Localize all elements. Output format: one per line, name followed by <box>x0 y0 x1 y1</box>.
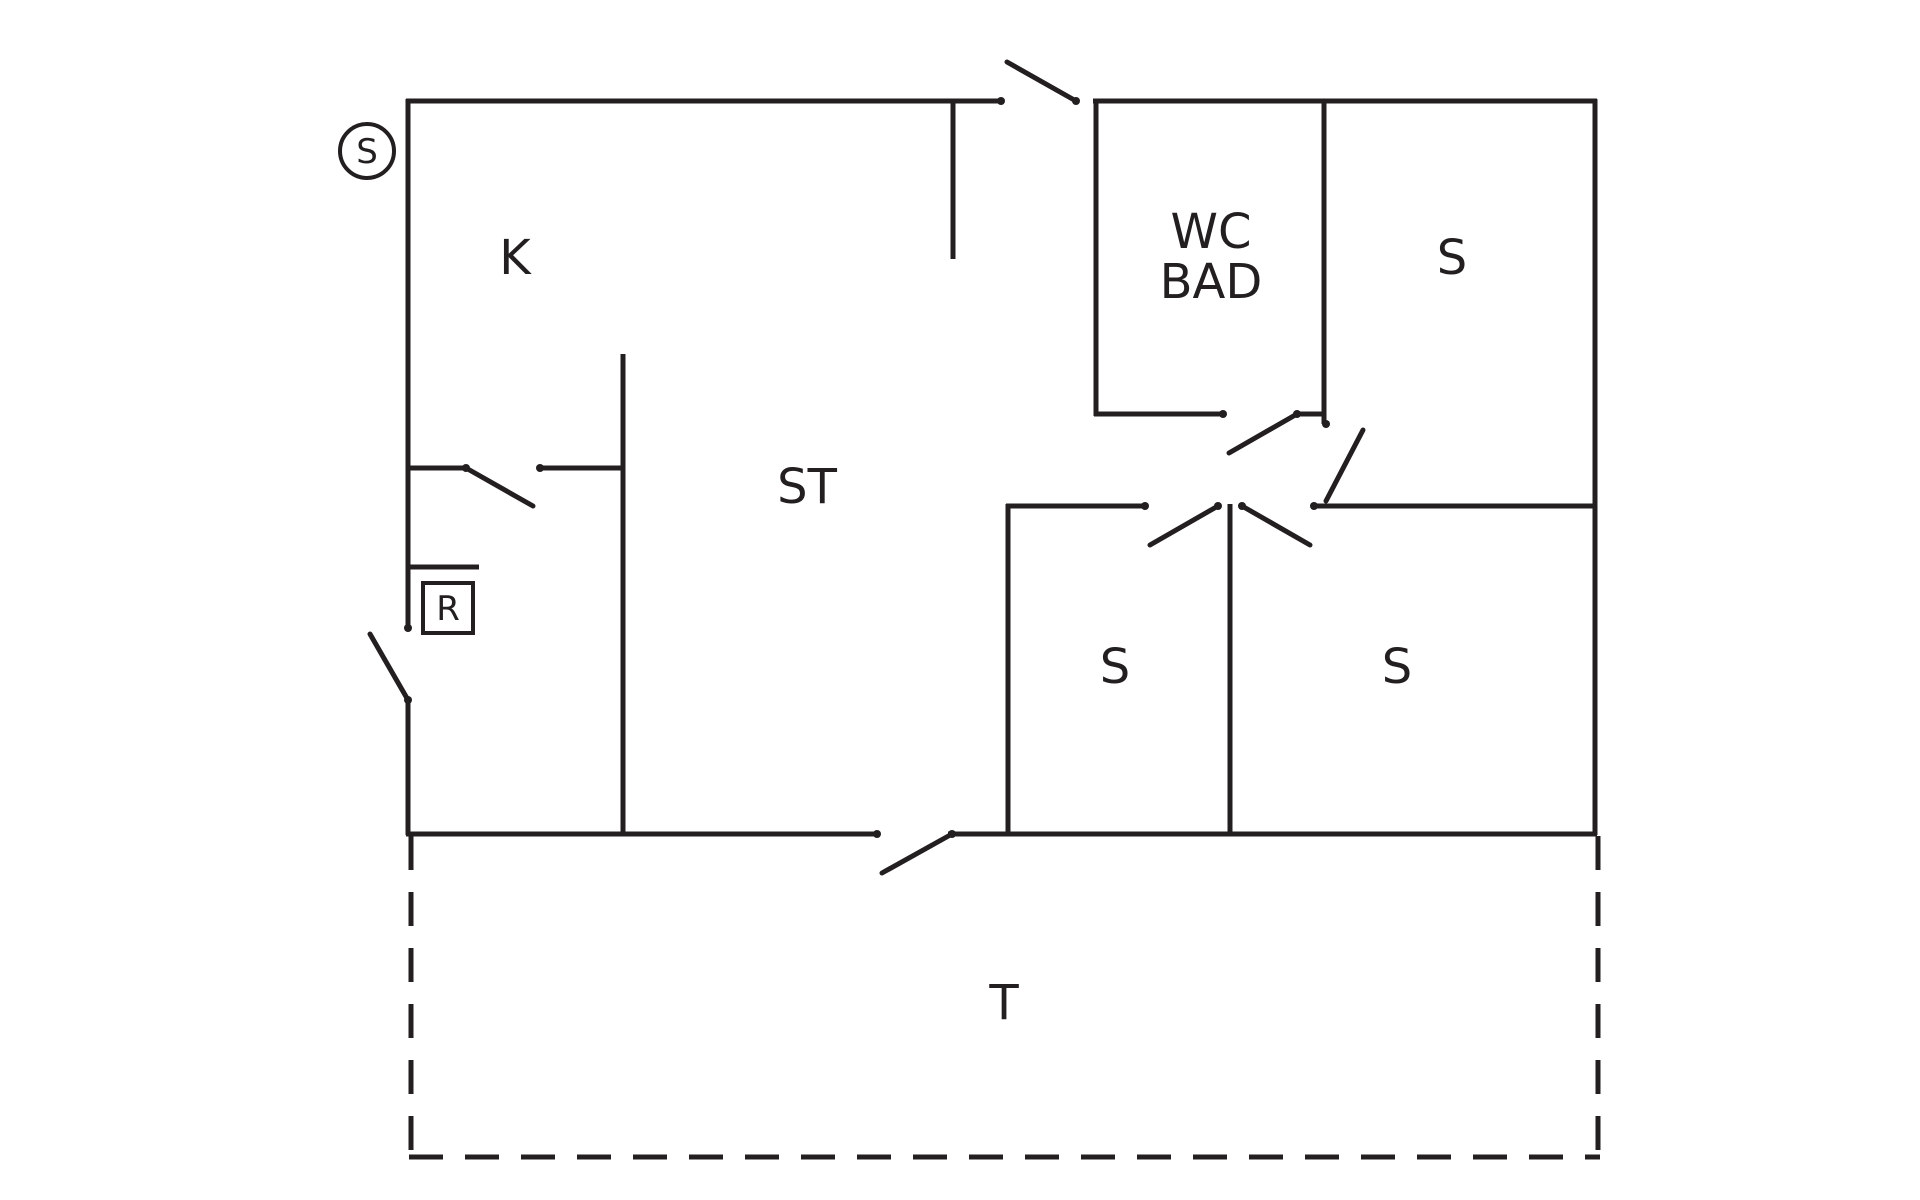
room-label-living: ST <box>777 459 837 515</box>
terrace-outline <box>408 836 1601 1160</box>
box-symbol: R <box>421 581 475 635</box>
door-pivot <box>536 464 544 472</box>
door-top <box>1004 59 1079 104</box>
interior-walls <box>408 101 1597 834</box>
door-pivot <box>1072 97 1080 105</box>
door-pivot <box>948 830 956 838</box>
door-pivot <box>873 830 881 838</box>
door-pivot <box>1322 420 1330 428</box>
door-pivot <box>404 624 412 632</box>
circle-symbol-ring <box>338 122 396 180</box>
room-label-bad: BAD <box>1160 254 1263 310</box>
door-left-exterior <box>367 631 411 703</box>
door-bedroom-middle <box>1147 503 1221 548</box>
room-label-bedroom-top-right: S <box>1437 230 1467 286</box>
room-label-bedroom-bottom-middle: S <box>1100 639 1130 695</box>
box-symbol-frame <box>421 581 475 635</box>
door-bedroom-top-right <box>1323 427 1366 504</box>
door-pivot <box>1214 502 1222 510</box>
circle-symbol: S <box>338 122 396 180</box>
room-label-kitchen: K <box>499 230 532 286</box>
outer-walls <box>405 98 1598 837</box>
circle-symbol-label: S <box>356 132 378 172</box>
door-pivot <box>1310 502 1318 510</box>
door-entry <box>463 465 536 509</box>
door-bedroom-right <box>1239 503 1313 548</box>
door-pivot <box>404 696 412 704</box>
box-symbol-label: R <box>436 589 460 629</box>
room-label-terrace: T <box>988 975 1019 1031</box>
door-wc <box>1226 411 1300 456</box>
room-labels: K ST WC BAD S S S T <box>499 204 1467 1031</box>
door-pivot <box>462 464 470 472</box>
door-pivot <box>1219 410 1227 418</box>
door-pivot <box>1141 502 1149 510</box>
door-terrace <box>879 831 955 876</box>
room-label-bedroom-bottom-right: S <box>1382 639 1412 695</box>
doors <box>367 59 1366 876</box>
door-pivot <box>1293 410 1301 418</box>
room-label-wc: WC <box>1171 204 1252 260</box>
door-pivot <box>1238 502 1246 510</box>
door-pivot <box>997 97 1005 105</box>
